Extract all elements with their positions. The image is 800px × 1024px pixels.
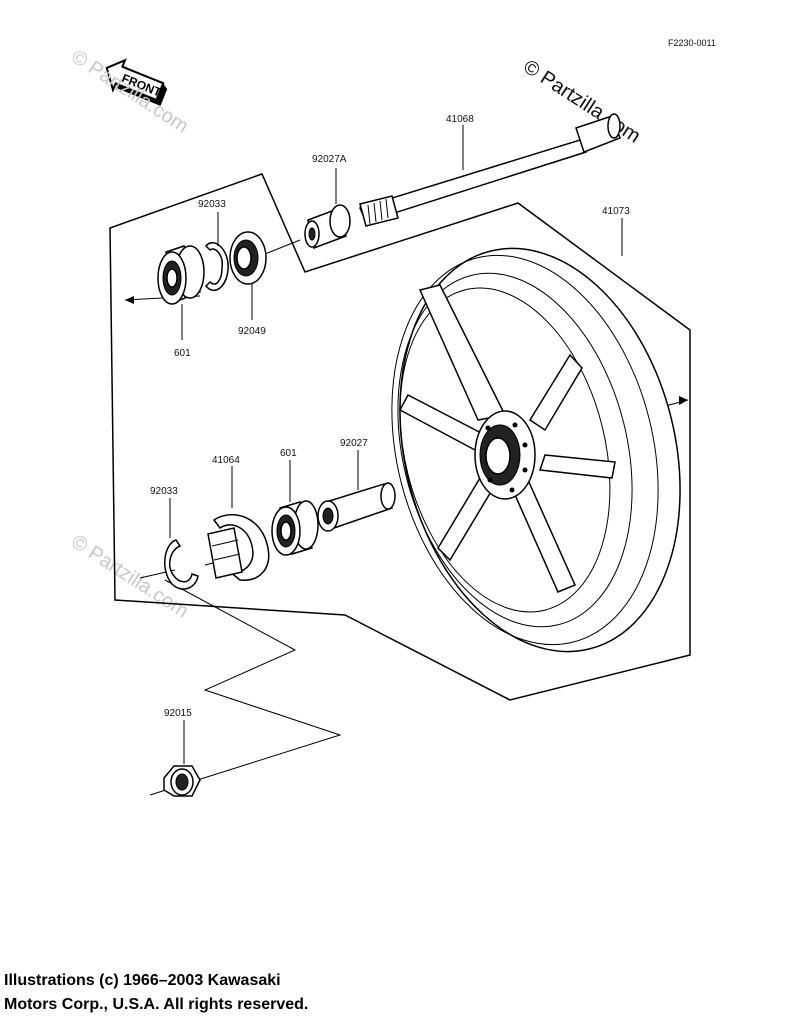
- part-label-bearing-top: 601: [174, 348, 191, 359]
- gear-housing-part: [207, 513, 270, 581]
- part-label-seal-top: 92049: [238, 326, 266, 337]
- part-label-circlip-bottom: 92033: [150, 486, 178, 497]
- part-label-collar-a: 92027A: [312, 154, 347, 165]
- arrow-icon: [679, 396, 688, 405]
- collar-a-part: [304, 204, 351, 250]
- seal-top-part: [229, 231, 267, 285]
- part-label-bearing-bottom: 601: [280, 448, 297, 459]
- bearing-top-part: [157, 245, 205, 305]
- axis-line: [139, 559, 226, 579]
- nut-leader-line: [149, 579, 342, 796]
- wheel-part: [391, 247, 681, 653]
- watermark-text: © Partzilla.com: [67, 46, 192, 138]
- part-label-nut: 92015: [164, 708, 192, 719]
- circlip-bottom-part: [164, 539, 199, 590]
- part-label-collar: 92027: [340, 438, 368, 449]
- copyright-line-2: Motors Corp., U.S.A. All rights reserved…: [4, 996, 309, 1013]
- assembly-outline: [109, 173, 691, 701]
- part-label-circlip-top: 92033: [198, 199, 226, 210]
- arrow-icon: [125, 296, 134, 304]
- circlip-top-part: [204, 241, 229, 291]
- figure-code: F2230-0011: [668, 38, 716, 48]
- nut-part: [163, 765, 201, 797]
- part-label-axle: 41068: [446, 114, 474, 125]
- copyright-line-1: Illustrations (c) 1966–2003 Kawasaki: [4, 972, 281, 989]
- bearing-bottom-part: [271, 500, 319, 556]
- part-label-wheel: 41073: [602, 206, 630, 217]
- part-label-gear-housing: 41064: [212, 455, 240, 466]
- collar-part: [317, 482, 396, 532]
- axle-part: [358, 113, 621, 227]
